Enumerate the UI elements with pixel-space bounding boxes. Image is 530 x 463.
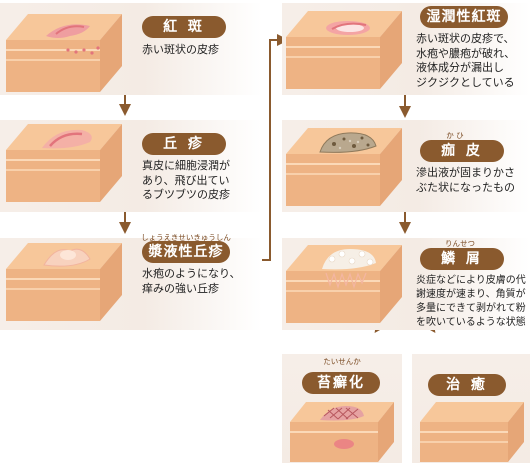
desc-line: 痒みの強い丘疹 <box>142 281 219 295</box>
label-moist-erythema: 湿潤性紅斑 <box>420 6 508 28</box>
ruby-lichenification: たいせんか <box>323 357 361 366</box>
moist-erythema-skin-illustration <box>286 11 402 89</box>
desc-erythema: 赤い斑状の皮疹 <box>142 43 260 58</box>
desc-line: を吹いているような状態 <box>416 317 526 328</box>
seropapule-skin-illustration <box>6 243 122 321</box>
label-crust: 痂 皮 <box>420 140 504 162</box>
desc-line: あり、飛び出てい <box>142 173 230 187</box>
desc-line: 炎症などにより皮膚の代 <box>416 275 526 286</box>
desc-crust: 滲出液が固まりかさ ぶた状になったもの <box>416 166 530 195</box>
scale-skin-illustration <box>286 245 402 323</box>
crust-skin-illustration <box>286 128 402 206</box>
desc-line: 滲出液が固まりかさ <box>416 166 515 179</box>
desc-scale: 炎症などにより皮膚の代 謝速度が速まり、角質が 多量にできて剥がれて粉 を吹いて… <box>416 274 530 330</box>
label-papule: 丘 疹 <box>142 133 226 155</box>
desc-line: るブツブツの皮疹 <box>142 188 230 201</box>
cure-skin-illustration <box>420 402 524 462</box>
desc-line: 謝速度が速まり、角質が <box>416 289 526 300</box>
desc-line: 真皮に細胞浸潤が <box>142 159 230 172</box>
desc-line: 水疱のようになり、 <box>142 267 241 280</box>
desc-line: 水疱や膿疱が破れ、 <box>416 46 516 60</box>
papule-skin-illustration <box>6 124 122 202</box>
ruby-seropapule: しょうえきせいきゅうしん <box>141 233 231 242</box>
label-seropapule: 漿液性丘疹 <box>142 241 230 263</box>
label-erythema: 紅 斑 <box>142 16 226 38</box>
label-lichenification: 苔癬化 <box>302 372 380 394</box>
erythema-skin-illustration <box>6 14 122 92</box>
desc-seropapule: 水疱のようになり、 痒みの強い丘疹 <box>142 267 262 296</box>
desc-line: 多量にできて剥がれて粉 <box>416 303 526 314</box>
desc-line: ジクジクとしている <box>416 75 515 89</box>
label-scale: 鱗 屑 <box>420 248 504 270</box>
desc-line: ぶた状になったもの <box>416 180 515 194</box>
desc-moist-erythema: 赤い斑状の皮疹で、 水疱や膿疱が破れ、 液体成分が漏出し ジクジクとしている <box>416 32 530 90</box>
ruby-scale: りんせつ <box>445 239 475 248</box>
desc-papule: 真皮に細胞浸潤が あり、飛び出てい るブツブツの皮疹 <box>142 159 260 203</box>
desc-line: 赤い斑状の皮疹で、 <box>416 32 515 45</box>
ruby-crust: か ひ <box>446 131 464 140</box>
desc-line: 液体成分が漏出し <box>416 61 504 74</box>
arrow-seropapule-to-moist-erythema <box>262 34 289 261</box>
label-cure: 治 癒 <box>428 374 506 396</box>
lichenification-skin-illustration <box>290 402 394 462</box>
desc-line: 赤い斑状の皮疹 <box>142 43 219 56</box>
